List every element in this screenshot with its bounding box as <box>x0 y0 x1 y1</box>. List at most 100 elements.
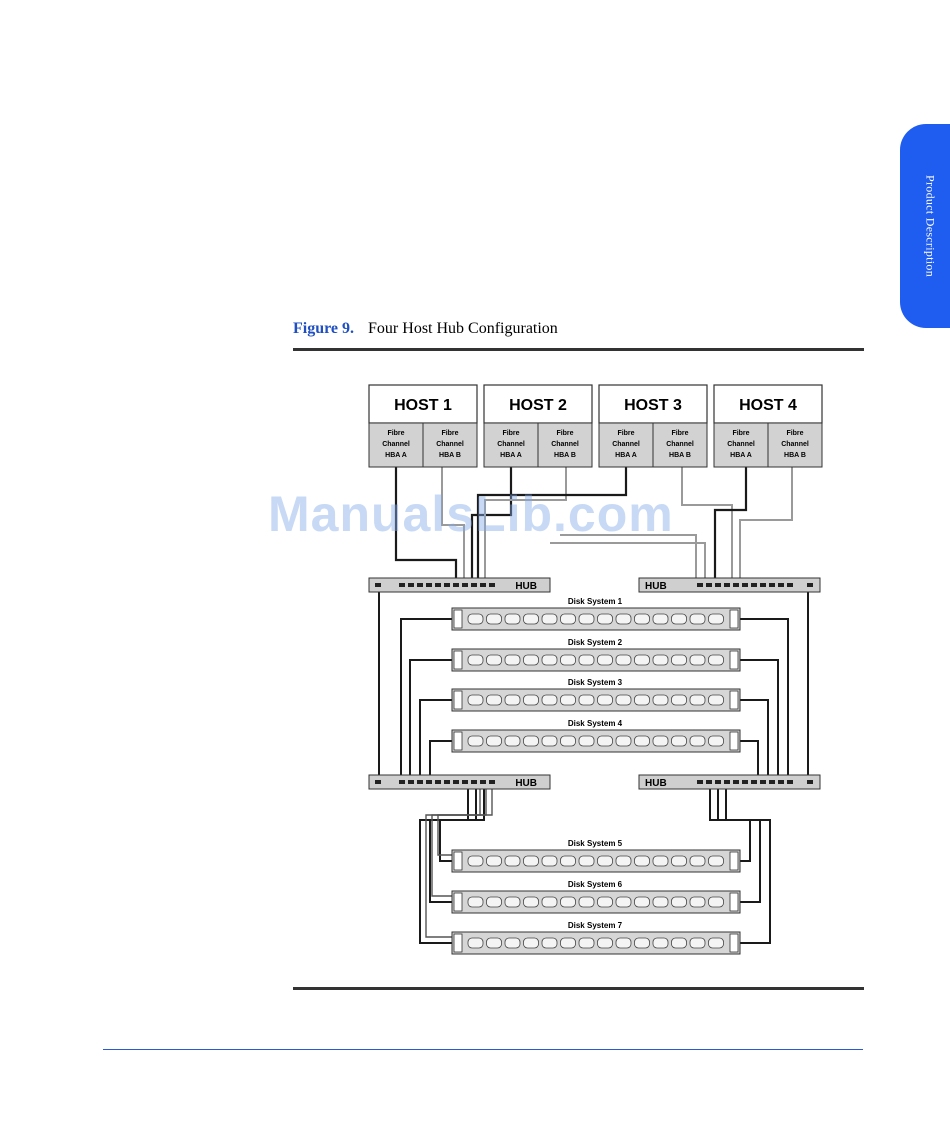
disk-drive <box>541 654 558 666</box>
cable <box>740 659 779 782</box>
hub-port <box>807 583 813 587</box>
disk-drive <box>689 735 706 747</box>
hub-port <box>724 583 730 587</box>
hba-label: Fibre <box>387 430 404 437</box>
disk-drive <box>523 937 539 949</box>
disk-drive <box>504 855 521 867</box>
disk-drive <box>560 654 576 666</box>
disk-drive <box>467 694 484 706</box>
disk-drive <box>708 937 724 949</box>
disk-controller <box>453 851 463 871</box>
disk-drive <box>486 937 502 949</box>
hub-port <box>399 583 405 587</box>
hub-port <box>697 583 703 587</box>
cable <box>550 542 706 585</box>
disk-enclosure <box>451 931 741 955</box>
disk-drive <box>523 613 539 625</box>
hub-port <box>426 780 432 784</box>
disk-drive <box>634 937 650 949</box>
cable <box>429 782 477 903</box>
cable <box>739 467 793 585</box>
disk-drive <box>560 613 576 625</box>
hba-box <box>483 422 539 468</box>
disk-drive <box>634 855 650 867</box>
disk-drive <box>560 937 576 949</box>
caption-rule <box>293 348 864 351</box>
disk-drive <box>597 937 613 949</box>
disk-drive <box>486 855 502 867</box>
hub-port <box>787 583 793 587</box>
host-title: HOST 4 <box>739 397 797 414</box>
hub-bar <box>368 577 551 593</box>
disk-enclosure <box>451 688 741 712</box>
hba-box <box>652 422 708 468</box>
hub-port <box>769 780 775 784</box>
cable <box>429 740 452 782</box>
hba-label: Channel <box>436 441 464 448</box>
cable <box>740 699 769 782</box>
disk-drive <box>615 896 632 908</box>
disk-drive <box>560 855 576 867</box>
hub-port <box>462 583 468 587</box>
disk-drive <box>486 654 502 666</box>
disk-drive <box>523 654 539 666</box>
disk-drive <box>615 654 632 666</box>
cable <box>476 467 628 585</box>
disk-drive <box>652 937 669 949</box>
disk-drive <box>615 694 632 706</box>
hba-label: Channel <box>382 441 410 448</box>
hub-port <box>742 780 748 784</box>
disk-drive <box>486 694 502 706</box>
cable <box>709 782 751 862</box>
host-title: HOST 1 <box>394 397 452 414</box>
hub-port <box>760 583 766 587</box>
disk-system-label: Disk System 5 <box>568 839 623 848</box>
disk-drive <box>560 896 576 908</box>
disk-drive <box>467 896 484 908</box>
cable <box>439 782 469 862</box>
disk-controller <box>453 650 463 670</box>
disk-drive <box>486 735 502 747</box>
hub-port <box>769 583 775 587</box>
disk-drive <box>689 855 706 867</box>
hub-label: HUB <box>645 778 667 789</box>
hba-box <box>422 422 478 468</box>
disk-drive <box>689 896 706 908</box>
disk-drive <box>578 896 595 908</box>
hba-label: Channel <box>666 441 694 448</box>
disk-controller <box>729 851 739 871</box>
disk-drive <box>504 654 521 666</box>
disk-drive <box>486 613 502 625</box>
disk-drive <box>523 896 539 908</box>
disk-drive <box>578 694 595 706</box>
hba-label: HBA B <box>669 452 691 459</box>
disk-enclosure <box>451 729 741 753</box>
disk-drive <box>708 855 724 867</box>
hub-port <box>715 780 721 784</box>
hba-label: Channel <box>781 441 809 448</box>
hba-label: Fibre <box>441 430 458 437</box>
hub-bar <box>368 774 551 790</box>
disk-controller <box>729 933 739 953</box>
hub-port <box>408 780 414 784</box>
disk-system-label: Disk System 3 <box>568 678 623 687</box>
hub-port <box>462 780 468 784</box>
disk-controller <box>453 892 463 912</box>
hub-port <box>480 583 486 587</box>
hub-port <box>426 583 432 587</box>
disk-drive <box>467 937 484 949</box>
disk-controller <box>453 731 463 751</box>
cable <box>470 467 513 585</box>
disk-drive <box>634 735 650 747</box>
hub-port <box>453 583 459 587</box>
hba-label: HBA A <box>385 452 407 459</box>
disk-drive <box>541 735 558 747</box>
hub-port <box>444 583 450 587</box>
hub-port <box>375 583 381 587</box>
hub-port <box>724 780 730 784</box>
disk-drive <box>523 694 539 706</box>
disk-drive <box>652 694 669 706</box>
hub-port <box>733 583 739 587</box>
host-box <box>368 384 478 424</box>
